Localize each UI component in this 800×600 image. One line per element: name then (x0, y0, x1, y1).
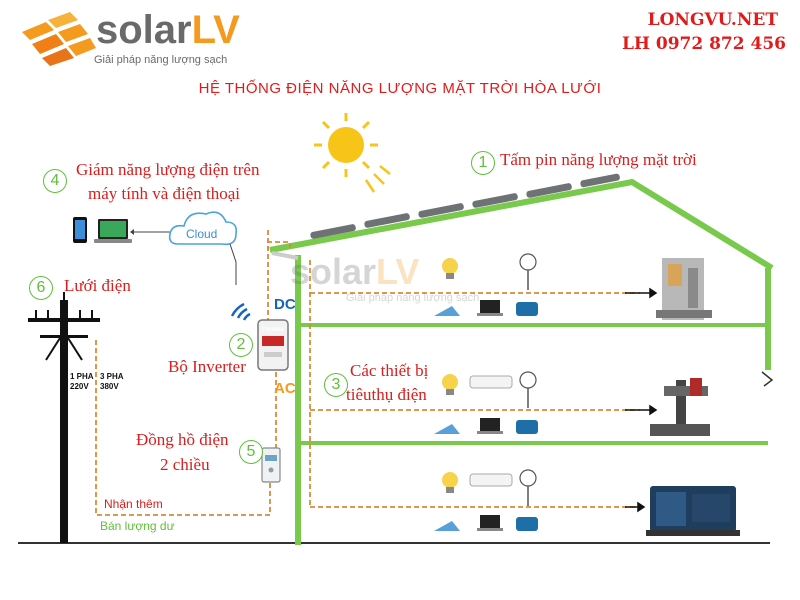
brand-name-solar: solar (96, 8, 192, 52)
number-badge-3: 3 (324, 373, 348, 397)
label-inverter: Bộ Inverter (168, 357, 246, 376)
wall-break (761, 371, 774, 387)
iron-icon (434, 306, 460, 316)
laptop-icon (477, 418, 503, 434)
label-solar-panel: Tấm pin năng lượng mặt trời (500, 150, 697, 169)
ac-label: AC (274, 380, 296, 397)
floor-3-appliances (434, 469, 538, 531)
generator-icon (646, 486, 740, 536)
air-conditioner-icon (469, 473, 513, 487)
iron-icon (434, 521, 460, 531)
number-badge-1: 1 (471, 151, 495, 175)
floor-2-appliances (434, 371, 538, 434)
drill-machine-icon (650, 378, 710, 436)
wifi-icon (230, 302, 251, 321)
contact-phone: LH 0972 872 456 (621, 34, 786, 54)
watermark: solarLV Giải pháp năng lượng sạch (290, 251, 480, 305)
diagram-title: HỆ THỐNG ĐIỆN NĂNG LƯỢNG MẶT TRỜI HÒA LƯ… (198, 80, 602, 97)
cloud-label: Cloud (186, 227, 218, 241)
number-badge-4: 4 (43, 169, 67, 193)
fan-icon (519, 469, 537, 506)
label-grid: Lưới điện (64, 276, 131, 295)
label-devices-line2: tiêuthụ điện (346, 385, 427, 404)
brand-tagline: Giải pháp năng lượng sạch (94, 54, 228, 66)
power-pole-icon (28, 292, 100, 543)
fan-icon (519, 371, 537, 408)
fan-icon (519, 253, 537, 290)
sell-label: Bán lượng dư (100, 519, 175, 533)
receive-label: Nhận thêm (104, 497, 163, 511)
wiring (95, 230, 640, 516)
label-meter-line1: Đồng hồ điện (136, 430, 229, 449)
number-badge-2: 2 (229, 333, 253, 357)
solar-logo-icon (22, 12, 96, 66)
factory-machine-icon (656, 258, 712, 320)
bulb-icon (442, 472, 458, 493)
sun-icon (314, 113, 391, 193)
brand-name-lv: LV (191, 8, 240, 52)
laptop-icon (477, 515, 503, 531)
pump-icon (516, 517, 538, 531)
bulb-icon (442, 374, 458, 395)
label-monitoring-line1: Giám năng lượng điện trên (76, 160, 260, 179)
meter-icon (261, 447, 281, 483)
bulb-icon (442, 258, 458, 279)
inverter-brand: Fronius (262, 327, 284, 333)
dc-label: DC (274, 296, 296, 313)
laptop-icon (477, 300, 503, 316)
laptop-icon (94, 219, 132, 243)
contact-website: LONGVU.NET (647, 10, 778, 30)
cloud-icon (168, 211, 238, 246)
label-devices-line1: Các thiết bị (350, 361, 429, 380)
air-conditioner-icon (469, 375, 513, 389)
watermark-tagline: Giải pháp năng lượng sạch (346, 292, 480, 304)
floor-1-appliances (434, 253, 538, 316)
house-structure (269, 178, 774, 545)
number-badge-5: 5 (239, 440, 263, 464)
solar-panels (310, 173, 620, 239)
label-meter-line2: 2 chiều (160, 455, 210, 474)
pump-icon (516, 420, 538, 434)
watermark-solar: solar (290, 251, 377, 292)
pump-icon (516, 302, 538, 316)
label-monitoring-line2: máy tính và điện thoại (88, 184, 241, 203)
watermark-lv: LV (376, 251, 420, 292)
inverter-icon (257, 319, 289, 371)
phone-icon (73, 217, 87, 243)
brand-logo: solarLV (96, 10, 240, 50)
iron-icon (434, 424, 460, 434)
number-badge-6: 6 (29, 276, 53, 300)
